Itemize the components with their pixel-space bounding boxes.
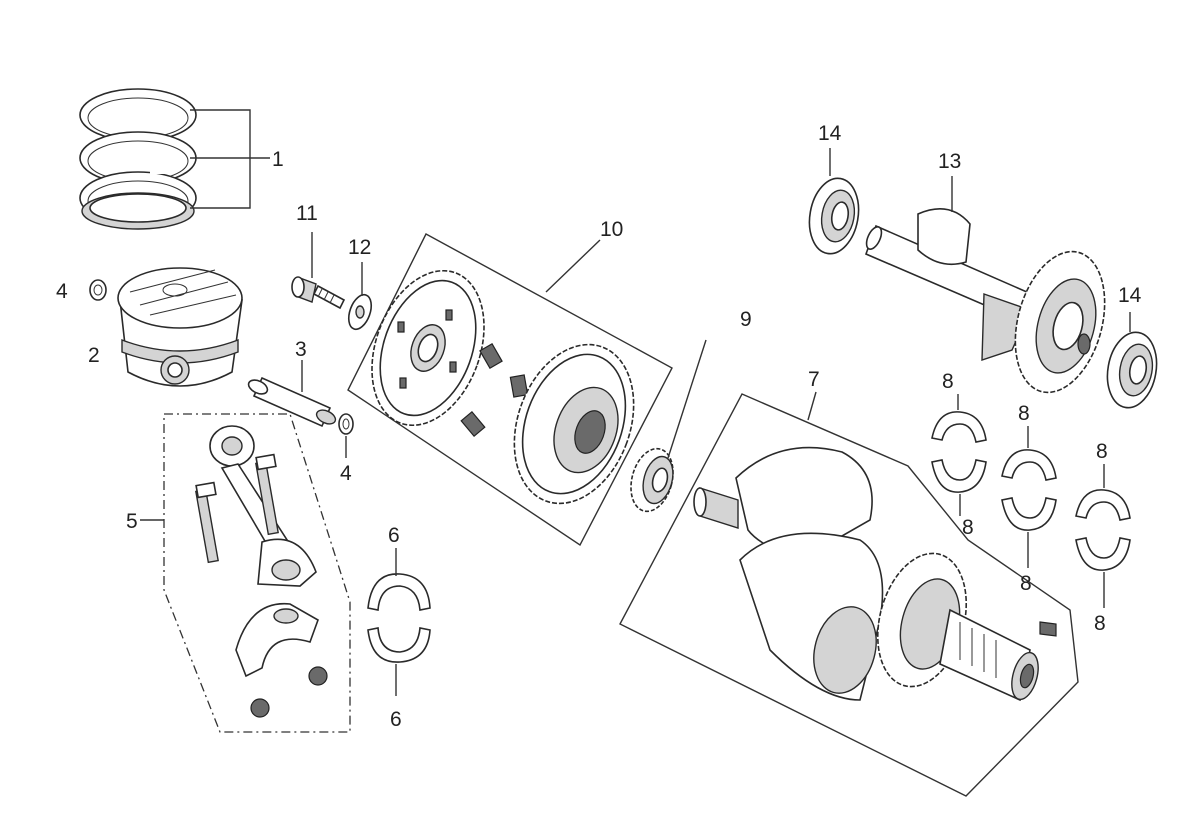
callout-13: 13: [938, 150, 961, 173]
callout-14-lower: 14: [1118, 284, 1142, 307]
crankshaft: [693, 446, 1039, 702]
callout-6-upper: 6: [388, 524, 400, 547]
ball-bearing-upper: [808, 177, 860, 255]
flange-bolt: [291, 276, 346, 310]
piston-rings: [79, 88, 197, 230]
main-bearing-pair-1: [931, 411, 987, 493]
callout-3: 3: [295, 338, 307, 361]
main-bearing-pair-2: [1001, 449, 1057, 531]
callout-7: 7: [808, 368, 820, 391]
circlip-upper: [89, 279, 107, 301]
callout-9: 9: [740, 308, 752, 331]
callout-8-c: 8: [1096, 440, 1108, 463]
piston-pin: [247, 376, 337, 428]
primary-drive-gear: [371, 269, 485, 427]
conrod-bearings: [367, 573, 431, 663]
callout-10: 10: [600, 218, 623, 241]
callout-6-lower: 6: [390, 708, 402, 731]
sprocket: [630, 447, 674, 513]
callout-5: 5: [126, 510, 138, 533]
callout-14-upper: 14: [818, 122, 842, 145]
ball-bearing-lower: [1106, 331, 1158, 409]
callout-12: 12: [348, 236, 371, 259]
callout-2: 2: [88, 344, 100, 367]
washer: [347, 293, 373, 331]
balancer-shaft: [864, 208, 1106, 394]
callout-8-b: 8: [1018, 402, 1030, 425]
conrod-kit-outline: [163, 413, 351, 733]
callout-4-upper: 4: [56, 280, 68, 303]
callout-4-lower: 4: [340, 462, 352, 485]
driven-gear: [513, 343, 635, 505]
main-bearing-pair-3: [1075, 489, 1131, 571]
connecting-rod: [195, 425, 328, 718]
piston: [117, 267, 243, 387]
callout-8-a: 8: [942, 370, 954, 393]
woodruff-key: [1039, 621, 1057, 637]
callout-11: 11: [296, 202, 318, 225]
callout-8-e: 8: [1020, 572, 1032, 595]
callout-8-f: 8: [1094, 612, 1106, 635]
callout-8-d: 8: [962, 516, 974, 539]
callout-1: 1: [272, 148, 284, 171]
damper-springs: [460, 343, 529, 438]
circlip-lower: [338, 413, 354, 435]
